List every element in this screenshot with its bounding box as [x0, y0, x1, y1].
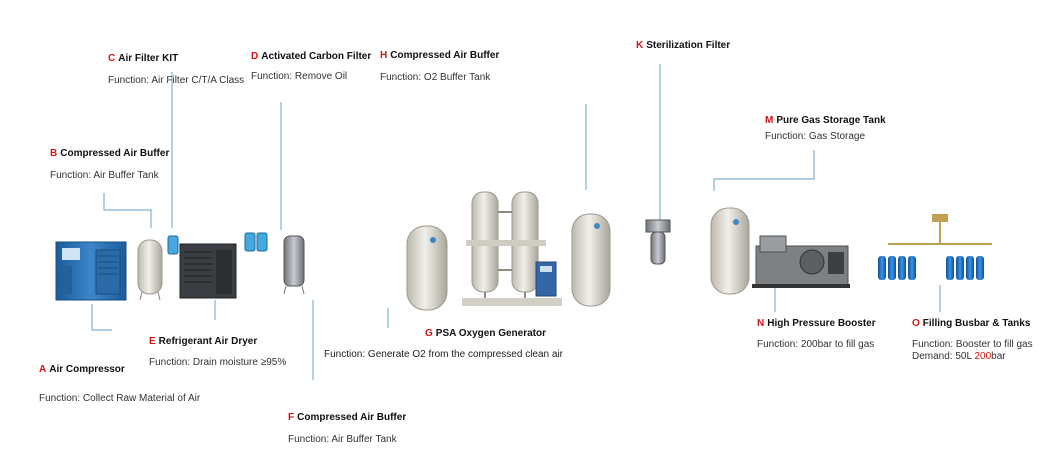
component-n-key: N [757, 318, 765, 329]
sterilization-filter-icon [645, 219, 671, 265]
demand-prefix: Demand: 50L [912, 351, 975, 362]
leader-line-m [713, 150, 815, 191]
component-b-title: Compressed Air Buffer [60, 148, 170, 159]
component-e-key: E [149, 336, 156, 347]
demand-value: 200 [974, 351, 992, 362]
component-m-key: M [765, 115, 774, 126]
component-d-title: Activated Carbon Filter [261, 51, 372, 62]
air-buffer-tank-b-icon [137, 239, 163, 301]
leader-lines [91, 64, 941, 380]
component-c-key: C [108, 53, 116, 64]
component-k-title: Sterilization Filter [646, 40, 731, 51]
high-pressure-booster-icon [752, 235, 850, 288]
gas-cylinders-icon [878, 256, 984, 280]
component-a-title: Air Compressor [49, 364, 125, 375]
demand-suffix: bar [991, 351, 1006, 362]
pure-gas-storage-tank-icon [710, 207, 750, 295]
component-g-title: PSA Oxygen Generator [435, 328, 547, 339]
activated-carbon-filter-icon [283, 235, 305, 295]
component-m-title: Pure Gas Storage Tank [776, 115, 886, 126]
component-e-function: Function: Drain moisture ≥95% [149, 357, 287, 368]
component-o-function: Function: Booster to fill gas [912, 339, 1033, 350]
psa-oxygen-generator-icon [462, 191, 562, 306]
refrigerant-dryer-icon [179, 243, 237, 299]
air-compressor-icon [55, 241, 127, 301]
leader-line-b [103, 193, 152, 228]
component-d-function: Function: Remove Oil [251, 71, 348, 82]
component-o-demand: Demand: 50L 200bar [912, 351, 1033, 363]
component-k-key: K [636, 40, 644, 51]
component-f-title: Compressed Air Buffer [297, 412, 407, 423]
component-a-function: Function: Collect Raw Material of Air [39, 393, 201, 404]
component-n-title: High Pressure Booster [767, 318, 876, 329]
component-f-function: Function: Air Buffer Tank [288, 434, 397, 445]
component-h-function: Function: O2 Buffer Tank [380, 72, 491, 83]
component-o-title: Filling Busbar & Tanks [922, 318, 1031, 329]
component-g-function: Function: Generate O2 from the compresse… [324, 349, 564, 360]
component-c-function: Function: Air Filter C/T/A Class [108, 75, 245, 86]
filling-busbar-icon [888, 214, 992, 245]
component-g-key: G [425, 328, 433, 339]
component-b-function: Function: Air Buffer Tank [50, 170, 159, 181]
component-b-key: B [50, 148, 58, 159]
air-buffer-tank-f-icon [406, 225, 448, 311]
air-filter-kit-icon [167, 232, 268, 255]
component-c-title: Air Filter KIT [118, 53, 179, 64]
leader-line-a [91, 304, 112, 331]
component-n-function: Function: 200bar to fill gas [757, 339, 875, 350]
component-m-function: Function: Gas Storage [765, 131, 866, 142]
component-a-key: A [39, 364, 47, 375]
component-d-key: D [251, 51, 259, 62]
o2-buffer-tank-icon [571, 213, 611, 307]
component-h-key: H [380, 50, 388, 61]
component-e-title: Refrigerant Air Dryer [158, 336, 258, 347]
component-h-title: Compressed Air Buffer [390, 50, 500, 61]
component-f-key: F [288, 412, 295, 423]
component-o-key: O [912, 318, 920, 329]
